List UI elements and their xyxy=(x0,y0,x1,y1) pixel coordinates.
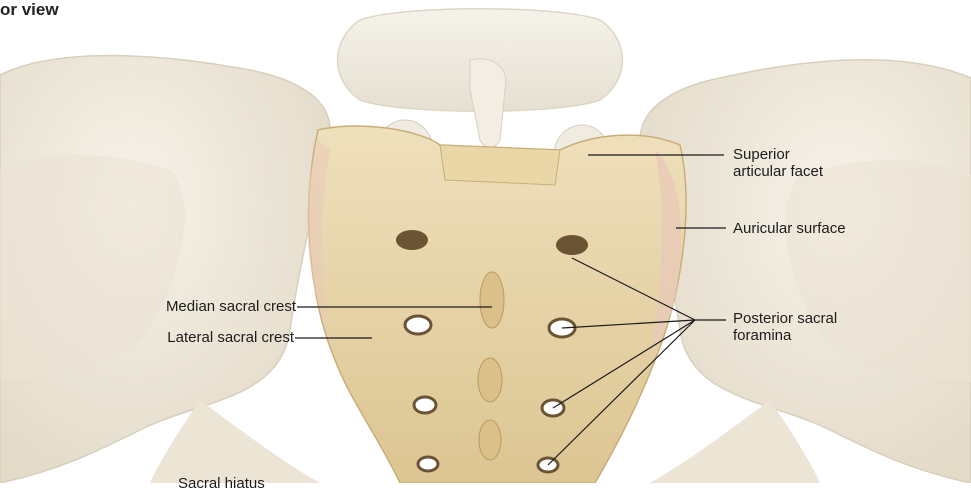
label-posterior-sacral-foramina-line2: foramina xyxy=(733,328,791,344)
median-crest-tubercle-1 xyxy=(480,272,504,328)
median-crest-tubercle-2 xyxy=(478,358,502,402)
spinous-process xyxy=(470,59,506,148)
foramen-right-1 xyxy=(556,235,588,255)
label-superior-articular-facet-line1: Superior xyxy=(733,147,790,163)
label-superior-articular-facet-line2: articular facet xyxy=(733,164,823,180)
median-crest-tubercle-3 xyxy=(479,420,501,460)
foramen-left-2 xyxy=(405,316,431,334)
label-median-sacral-crest: Median sacral crest xyxy=(120,299,296,315)
label-posterior-sacral-foramina-line1: Posterior sacral xyxy=(733,311,837,327)
sacral-base-plate xyxy=(440,145,560,185)
label-auricular-surface: Auricular surface xyxy=(733,221,846,237)
foramen-left-3 xyxy=(414,397,436,413)
foramen-left-1 xyxy=(396,230,428,250)
label-sacral-hiatus-clipped: Sacral hiatus xyxy=(178,475,265,492)
label-lateral-sacral-crest: Lateral sacral crest xyxy=(120,330,294,346)
foramen-left-4 xyxy=(418,457,438,471)
